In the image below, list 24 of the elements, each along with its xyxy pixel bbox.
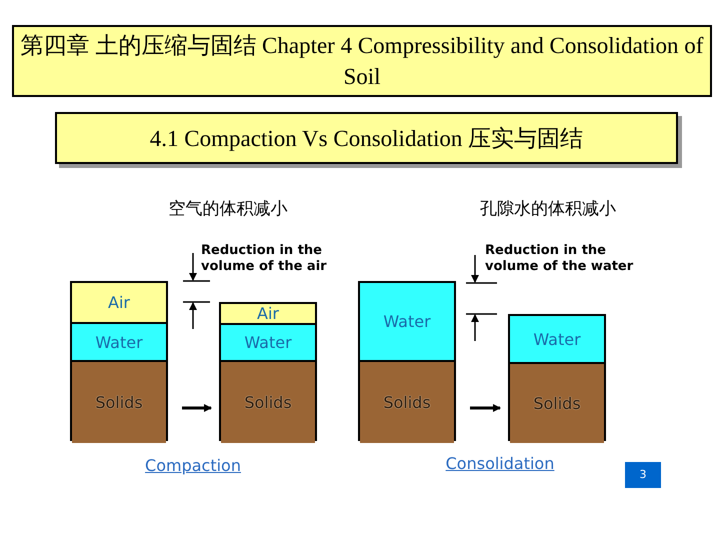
soil-layer: Solids <box>72 362 166 443</box>
title-box: 第四章 土的压缩与固结 Chapter 4 Compressibility and Consolidation of Soil <box>12 25 712 97</box>
caption-text: 孔隙水的体积减小 <box>480 198 616 220</box>
link-text: Consolidation <box>446 454 554 473</box>
soil-layer: Water <box>72 324 166 362</box>
annotation-text: Reduction in the volume of the air <box>201 243 328 275</box>
soil-layer: Water <box>510 316 604 364</box>
link-text: Compaction <box>145 456 241 475</box>
soil-column <box>358 281 456 441</box>
soil-column <box>508 314 606 441</box>
soil-layer: Air <box>221 304 315 325</box>
soil-layer: Solids <box>221 362 315 443</box>
soil-column <box>219 302 317 441</box>
soil-layer: Water <box>221 325 315 362</box>
page-number: 3 <box>625 462 661 488</box>
soil-column <box>70 281 168 441</box>
soil-layer: Solids <box>510 364 604 443</box>
arrow <box>470 404 501 412</box>
caption-text: 空气的体积减小 <box>168 198 288 220</box>
arrow <box>182 404 212 412</box>
annotation-text: Reduction in the volume of the water <box>485 243 634 275</box>
soil-layer: Air <box>72 283 166 324</box>
soil-layer: Water <box>360 283 454 362</box>
soil-layer: Solids <box>360 362 454 443</box>
